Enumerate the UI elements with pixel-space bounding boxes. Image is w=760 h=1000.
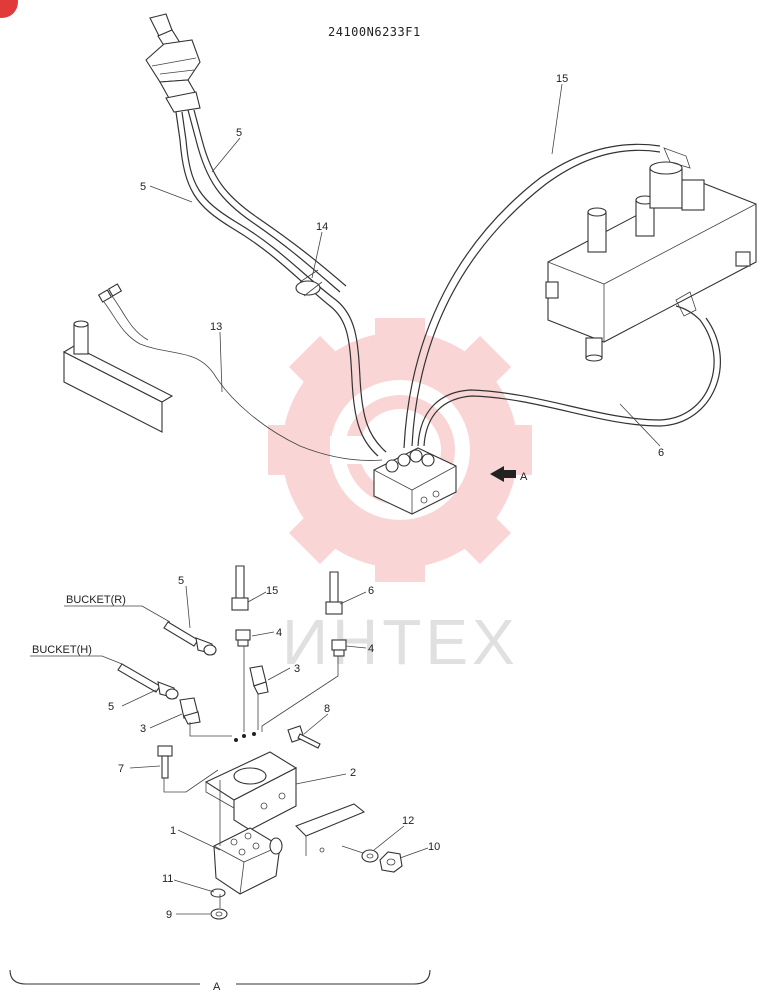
nut-9 [210, 908, 228, 920]
callout-15: 15 [266, 585, 278, 597]
callout-leaders [121, 83, 661, 915]
callout-6: 6 [368, 585, 374, 597]
callout-6: 6 [658, 447, 664, 459]
callout-1: 1 [170, 825, 176, 837]
hose-5-right-inner [193, 109, 347, 287]
bucket-r-label: BUCKET(R) [66, 594, 126, 606]
bracket-2 [204, 751, 298, 831]
hose-6-inner [423, 317, 721, 447]
seal-dot [234, 738, 238, 742]
callout-5: 5 [108, 701, 114, 713]
hose-15 [403, 143, 661, 449]
callout-7: 7 [118, 763, 124, 775]
callout-15: 15 [556, 73, 568, 85]
drawing-code: 24100N6233F1 [328, 25, 421, 39]
washer-12 [361, 849, 379, 863]
callout-4: 4 [368, 643, 374, 655]
callout-5: 5 [140, 181, 146, 193]
watermark-text: ИНТЕХ [282, 606, 519, 678]
callout-3: 3 [294, 663, 300, 675]
bucket-h-label: BUCKET(H) [32, 644, 92, 656]
bucket-h-leader [30, 655, 123, 665]
seal-dot [242, 734, 246, 738]
bucket-r-leader [64, 605, 171, 623]
view-a-label: A [213, 981, 221, 993]
hose-fitting-5-bucket-r [163, 621, 217, 656]
wire-harness-13 [103, 301, 383, 461]
view-a-bracket [9, 969, 431, 985]
mounting-rail [295, 803, 366, 856]
hose-end-15 [231, 565, 249, 611]
joystick-lever [145, 13, 201, 113]
hose-5-right [187, 109, 341, 293]
hose-6 [417, 305, 715, 447]
watermark-gear-icon [268, 318, 532, 582]
callout-8: 8 [324, 703, 330, 715]
elbow-3-upper [249, 665, 269, 695]
corner-badge [0, 0, 18, 18]
callout-11: 11 [162, 873, 173, 885]
connector-plug [97, 283, 123, 303]
callout-4: 4 [276, 627, 282, 639]
hose-end-6 [325, 571, 343, 615]
bolt-7 [157, 745, 173, 779]
callout-3: 3 [140, 723, 146, 735]
callout-5: 5 [236, 127, 242, 139]
callout-10: 10 [428, 841, 440, 853]
main-control-valve [545, 147, 757, 362]
view-arrow-label: A [520, 471, 528, 483]
adapter-4-right [331, 639, 347, 657]
hose-5-left-inner [181, 111, 387, 453]
nut-10 [379, 851, 403, 873]
seal-dot [252, 732, 256, 736]
adapter-4-left [235, 629, 251, 647]
callout-12: 12 [402, 815, 414, 827]
view-arrow-a [490, 466, 516, 482]
callout-9: 9 [166, 909, 172, 921]
pilot-valve-1 [213, 827, 283, 895]
washer-11 [210, 888, 226, 898]
hose-fitting-5-bucket-h [117, 663, 179, 700]
hose-5-left [175, 111, 379, 457]
callout-2: 2 [350, 767, 356, 779]
callout-5: 5 [178, 575, 184, 587]
callout-14: 14 [316, 221, 328, 233]
elbow-3-lower [179, 697, 201, 725]
hose-clamp-14 [295, 269, 323, 297]
switch-panel [62, 320, 174, 433]
callout-13: 13 [210, 321, 222, 333]
hose-15-inner [411, 149, 661, 447]
pilot-valve-block [373, 447, 457, 515]
bolt-8 [287, 725, 321, 749]
